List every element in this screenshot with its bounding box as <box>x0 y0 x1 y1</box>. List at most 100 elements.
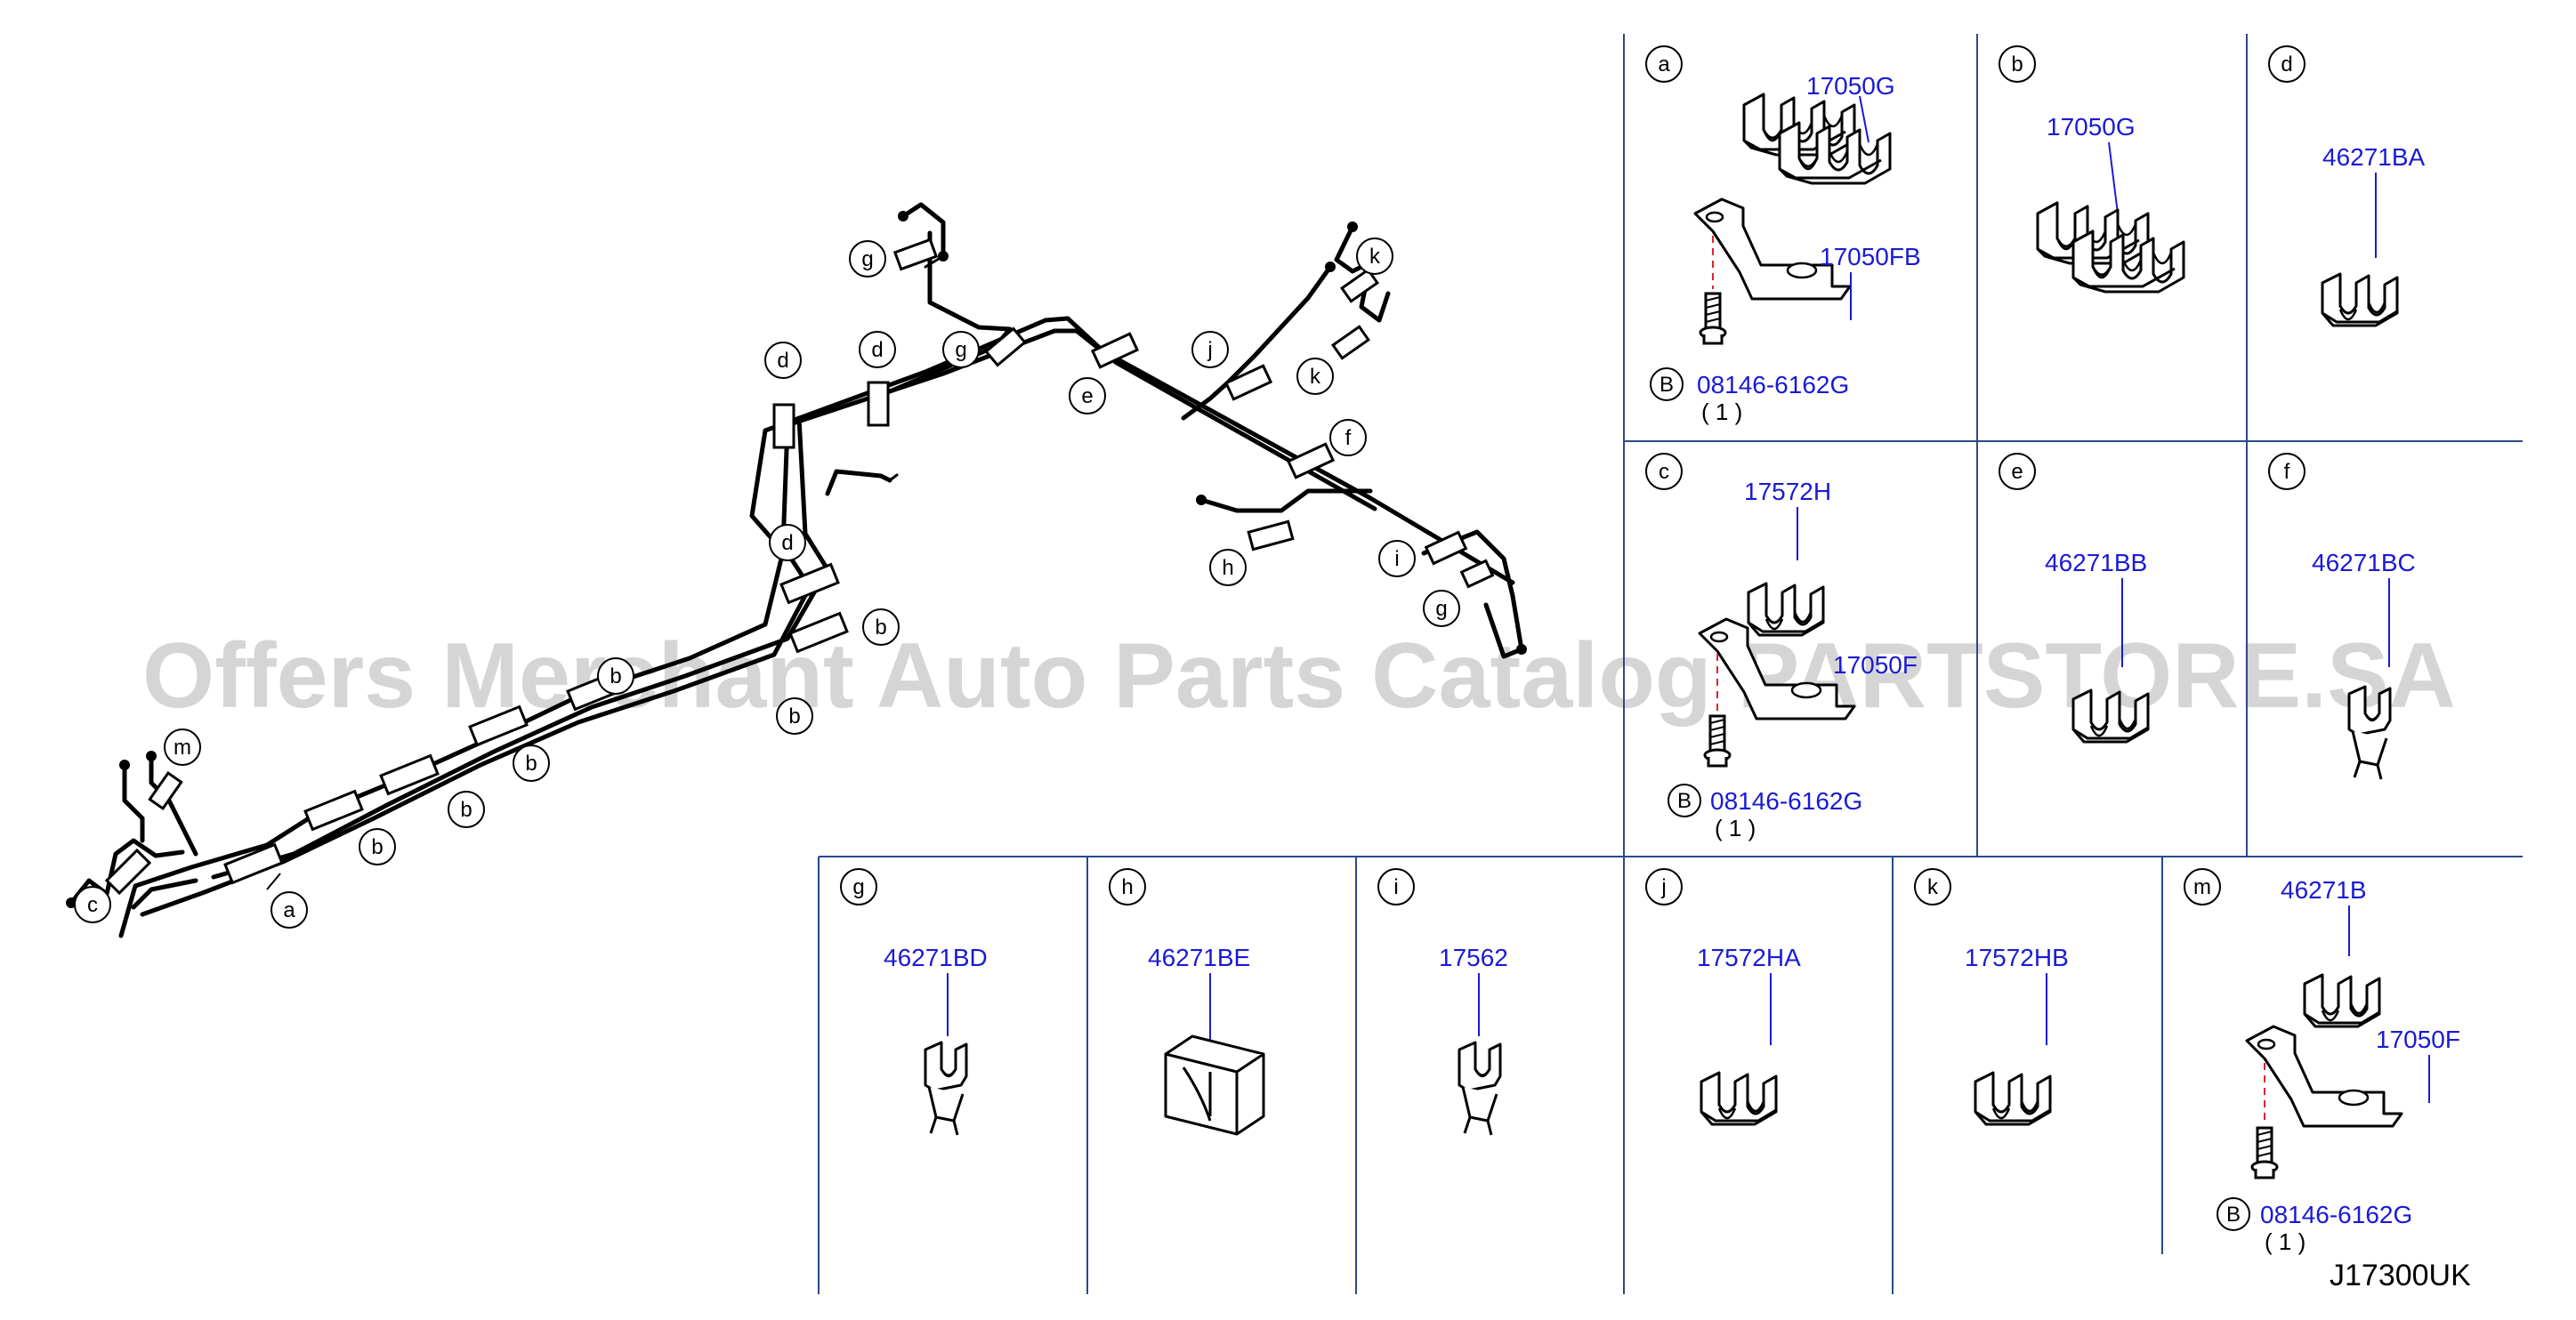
part-number-17050F[interactable]: 17050F <box>2376 1026 2460 1053</box>
svg-text:d: d <box>781 531 793 555</box>
svg-text:e: e <box>1081 384 1093 408</box>
panel-g: g 46271BD <box>840 868 988 1137</box>
panel-b: b 17050G <box>1999 45 2185 294</box>
panel-i: i 17562 <box>1377 868 1508 1137</box>
part-number-08146-6162G[interactable]: 08146-6162G <box>2260 1201 2412 1228</box>
panel-m: m 46271B 17050F B 08146-6162G ( 1 ) <box>2184 868 2460 1255</box>
svg-text:g: g <box>955 338 966 362</box>
part-number-17050G[interactable]: 17050G <box>2047 113 2136 141</box>
watermark-text: Offers Merchant Auto Parts Catalog PARTS… <box>142 624 2456 728</box>
panel-e: e 46271BB <box>1999 453 2150 744</box>
svg-text:m: m <box>2193 875 2211 899</box>
svg-text:h: h <box>1121 875 1133 899</box>
bolt-letter-B <box>2217 1197 2250 1231</box>
callout-e: e <box>1069 377 1106 415</box>
callout-b-5: b <box>776 697 813 735</box>
part-number-17050FB[interactable]: 17050FB <box>1820 243 1921 270</box>
callout-g-3: g <box>1423 590 1460 627</box>
svg-text:e: e <box>2011 460 2023 484</box>
callout-d-1: d <box>764 342 802 379</box>
svg-text:g: g <box>852 875 864 899</box>
svg-text:k: k <box>1369 245 1381 269</box>
part-number-46271BA[interactable]: 46271BA <box>2322 143 2426 171</box>
svg-text:b: b <box>525 752 537 776</box>
svg-text:b: b <box>2011 52 2023 76</box>
svg-text:b: b <box>875 616 886 640</box>
svg-text:j: j <box>1660 875 1666 899</box>
svg-text:b: b <box>788 704 800 728</box>
svg-text:h: h <box>1222 556 1233 580</box>
svg-text:i: i <box>1394 547 1399 571</box>
callout-g-1: g <box>849 240 886 278</box>
svg-text:j: j <box>1207 338 1212 362</box>
tube-clamps <box>104 237 1495 896</box>
panel-c: c 17572H 17050F B 08146-6162G ( 1 ) <box>1645 453 1918 841</box>
svg-text:b: b <box>460 798 472 822</box>
part-number-08146-6162G[interactable]: 08146-6162G <box>1697 371 1849 398</box>
svg-text:B: B <box>2226 1203 2241 1227</box>
callout-m: m <box>164 728 201 766</box>
quantity-label: ( 1 ) <box>1715 815 1756 841</box>
panel-h: h 46271BE <box>1109 868 1265 1136</box>
svg-text:g: g <box>861 247 873 271</box>
svg-text:a: a <box>283 898 295 922</box>
svg-text:c: c <box>1659 460 1669 484</box>
callout-d-3: d <box>769 524 806 561</box>
tube-end-dots <box>66 211 1527 908</box>
part-number-17572HB[interactable]: 17572HB <box>1965 944 2069 971</box>
part-number-46271B[interactable]: 46271B <box>2281 876 2367 904</box>
clip-block-icon <box>1164 1034 1265 1136</box>
part-number-46271BE[interactable]: 46271BE <box>1148 944 1250 971</box>
diagram-code: J17300UK <box>2330 1259 2471 1292</box>
callout-k-1: k <box>1356 237 1393 275</box>
callout-a: a <box>266 873 308 929</box>
svg-text:b: b <box>371 835 383 859</box>
callout-b-3: b <box>513 745 550 782</box>
callout-g-2: g <box>942 331 980 368</box>
panel-j: j 17572HA <box>1645 868 1801 1126</box>
panel-grid-lines <box>818 34 2523 1294</box>
routing-callouts: a c m b b b b b b d d d g g g e j k k f … <box>74 237 1460 929</box>
panel-d: d 46271BA <box>2268 45 2426 327</box>
part-number-46271BB[interactable]: 46271BB <box>2045 549 2147 576</box>
brake-tube-routing <box>69 202 1524 938</box>
svg-text:B: B <box>1677 789 1692 813</box>
bolt-letter-B <box>1650 367 1684 401</box>
callout-f: f <box>1329 419 1367 456</box>
svg-text:c: c <box>87 893 98 917</box>
callout-i: i <box>1378 540 1416 577</box>
callout-j: j <box>1191 331 1229 368</box>
svg-text:k: k <box>1310 365 1321 389</box>
svg-text:f: f <box>2284 460 2290 484</box>
svg-text:m: m <box>174 736 191 760</box>
svg-text:i: i <box>1393 875 1398 899</box>
svg-text:a: a <box>1658 52 1670 76</box>
part-number-17572H[interactable]: 17572H <box>1744 478 1831 505</box>
part-number-46271BD[interactable]: 46271BD <box>884 944 988 971</box>
callout-h: h <box>1209 549 1247 586</box>
svg-text:d: d <box>2281 52 2292 76</box>
svg-text:b: b <box>610 664 621 688</box>
callout-c: c <box>74 886 111 923</box>
panel-k: k 17572HB <box>1914 868 2069 1126</box>
part-number-17050F[interactable]: 17050F <box>1833 651 1918 679</box>
svg-text:d: d <box>777 349 788 373</box>
callout-d-2: d <box>859 331 896 368</box>
part-number-08146-6162G[interactable]: 08146-6162G <box>1710 787 1862 815</box>
part-number-17050G[interactable]: 17050G <box>1806 72 1895 100</box>
callout-k-2: k <box>1296 358 1334 395</box>
part-number-46271BC[interactable]: 46271BC <box>2312 549 2416 576</box>
bolt-letter-B <box>1668 784 1701 817</box>
quantity-label: ( 1 ) <box>2265 1228 2305 1255</box>
callout-b-1: b <box>359 828 396 865</box>
part-number-17572HA[interactable]: 17572HA <box>1697 944 1801 971</box>
svg-text:B: B <box>1659 373 1674 397</box>
callout-b-2: b <box>448 791 485 828</box>
panel-a: a 17050G 17050FB B 08146-6162G ( 1 ) <box>1645 45 1921 425</box>
part-number-17562[interactable]: 17562 <box>1439 944 1508 971</box>
quantity-label: ( 1 ) <box>1701 398 1742 425</box>
callout-b-6: b <box>862 608 900 646</box>
svg-text:f: f <box>1345 426 1352 450</box>
svg-text:k: k <box>1927 875 1939 899</box>
